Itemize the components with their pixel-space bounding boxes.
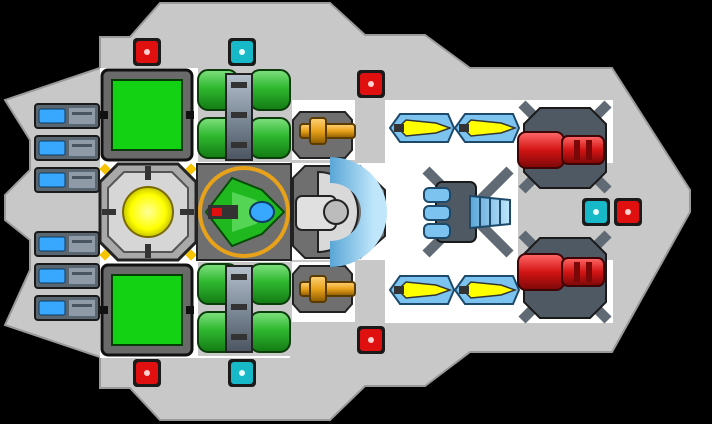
yellow-missile[interactable]	[388, 113, 456, 143]
green-tank-engine-upper[interactable]	[197, 68, 292, 162]
shield-dome[interactable]	[292, 157, 387, 267]
cyan-light-icon[interactable]	[228, 359, 256, 387]
cyan-light-icon[interactable]	[228, 38, 256, 66]
fuel-cell[interactable]	[34, 231, 100, 257]
cyan-light-icon[interactable]	[582, 198, 610, 226]
red-turret-lower[interactable]	[517, 230, 612, 324]
blue-thruster[interactable]	[422, 166, 514, 258]
fuel-cell[interactable]	[34, 167, 100, 193]
fuel-cell-bank-upper	[34, 103, 100, 193]
fuel-cell[interactable]	[34, 135, 100, 161]
cargo-screen-upper[interactable]	[100, 68, 194, 162]
fuel-cell[interactable]	[34, 103, 100, 129]
yellow-missile[interactable]	[453, 275, 521, 305]
fuel-cell[interactable]	[34, 263, 100, 289]
fuel-cell-bank-lower	[34, 231, 100, 321]
red-light-icon[interactable]	[357, 70, 385, 98]
gold-cannon-lower[interactable]	[292, 265, 356, 313]
red-light-icon[interactable]	[133, 359, 161, 387]
yellow-missile[interactable]	[388, 275, 456, 305]
red-light-icon[interactable]	[133, 38, 161, 66]
fuel-cell[interactable]	[34, 295, 100, 321]
reactor-core[interactable]	[98, 162, 198, 262]
red-turret-upper[interactable]	[517, 100, 612, 194]
gold-cannon-upper[interactable]	[292, 111, 356, 159]
yellow-missile[interactable]	[453, 113, 521, 143]
red-light-icon[interactable]	[357, 326, 385, 354]
red-light-icon[interactable]	[614, 198, 642, 226]
cargo-screen-lower[interactable]	[100, 263, 194, 357]
fighter-pod[interactable]	[196, 163, 292, 261]
green-tank-engine-lower[interactable]	[197, 262, 292, 356]
